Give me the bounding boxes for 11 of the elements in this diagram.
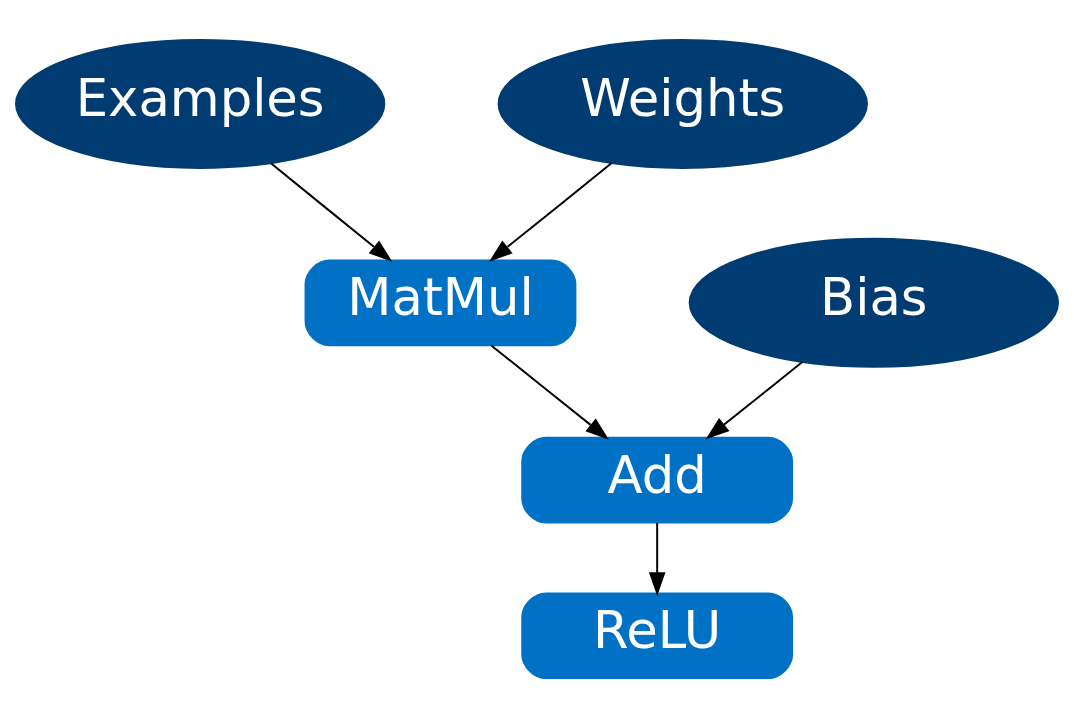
arrow [489,161,613,262]
arrow [648,521,666,596]
arrow [705,360,804,439]
node-box: Add [521,436,794,523]
node-ellipse: Examples [15,38,386,169]
node-ellipse: Bias [688,237,1059,368]
arrow [490,344,609,440]
node-box: MatMul [304,259,577,346]
arrow [269,161,393,262]
node-ellipse: Weights [497,38,868,169]
node-box: ReLU [521,591,794,679]
